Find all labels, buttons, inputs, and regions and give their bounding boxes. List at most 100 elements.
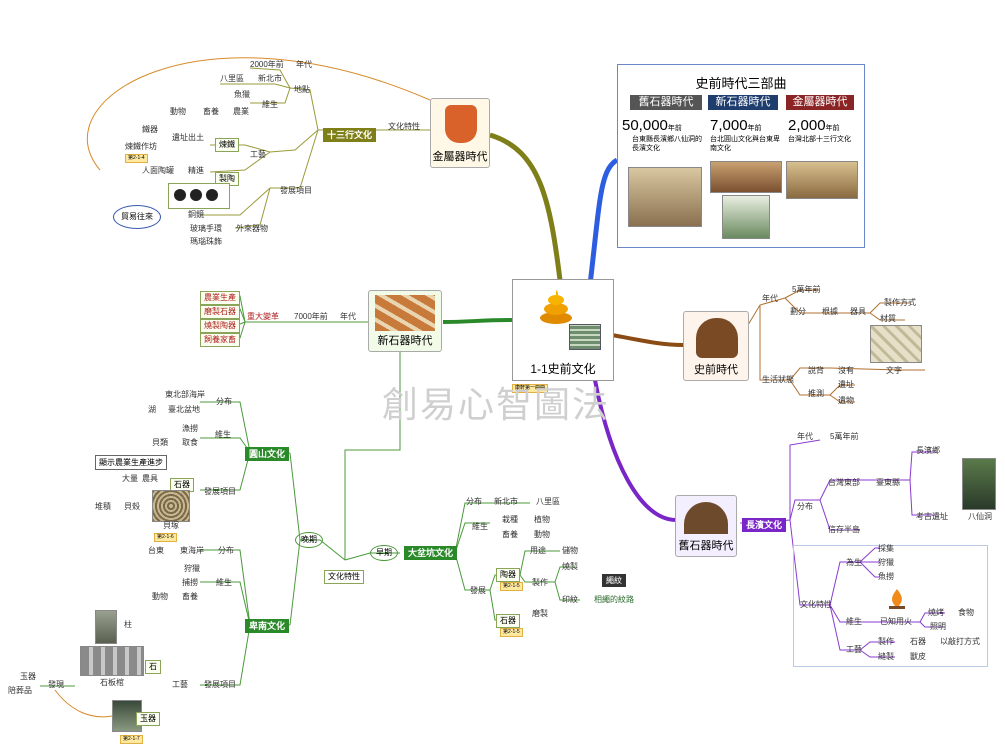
ys-fishing: 漁撈 xyxy=(182,424,198,433)
paleo-exist: 信存半島 xyxy=(828,525,860,534)
dbk-dev: 發展 xyxy=(470,586,486,595)
ys-note: 第2-1-6 xyxy=(154,533,177,542)
neolithic-title: 新石器時代 xyxy=(377,335,433,347)
paleo-tools: 工藝 xyxy=(846,645,862,654)
dbk-livestock: 畜養 xyxy=(502,530,518,539)
dabenkeng-culture-tag[interactable]: 大坌坑文化 xyxy=(404,546,458,560)
prehistoric-node[interactable]: 史前時代 xyxy=(683,311,749,381)
dbk-note-1: 第2-1-5 xyxy=(500,582,523,591)
bn-taitung: 台東 xyxy=(148,546,164,555)
bn-jade-label: 玉器 xyxy=(20,672,36,681)
stone-pillar-image xyxy=(95,610,117,644)
dbk-note-2: 第2-1-5 xyxy=(500,628,523,637)
ys-dev: 發展項目 xyxy=(204,487,236,496)
metal-craft: 工藝 xyxy=(250,150,266,159)
neo-era-val: 7000年前 xyxy=(294,312,328,321)
bn-live: 維生 xyxy=(216,578,232,587)
bn-note: 第2-1-7 xyxy=(120,735,143,744)
pre-era: 年代 xyxy=(762,294,778,303)
header-metal: 金屬器時代 xyxy=(786,95,854,110)
slab-coffin-image xyxy=(80,646,144,676)
dbk-plant: 植物 xyxy=(534,515,550,524)
bn-dev: 發展項目 xyxy=(204,680,236,689)
bn-found: 發現 xyxy=(48,680,64,689)
ys-show-callout: 顯示農業生產進步 xyxy=(95,455,167,470)
bn-craft: 工藝 xyxy=(172,680,188,689)
dbk-use: 用途 xyxy=(530,546,546,555)
paleo-roast: 燒烤 xyxy=(928,608,944,617)
metal-trade: 貿易往來 xyxy=(121,212,153,221)
yuanshan-culture-tag[interactable]: 圓山文化 xyxy=(245,447,290,461)
yuanshan-late: 晚期 xyxy=(301,535,317,544)
pre-objects: 遺物 xyxy=(838,396,854,405)
dbk-grind: 磨製 xyxy=(532,609,548,618)
paleo-knap: 以敲打方式 xyxy=(940,637,980,646)
money-stack-icon xyxy=(569,324,601,350)
pottery-shards-image xyxy=(375,295,435,331)
header-neo: 新石器時代 xyxy=(708,95,778,110)
neo-item-3: 燒製陶器 xyxy=(200,319,240,333)
metal-iron: 鐵器 xyxy=(142,125,158,134)
pre-div: 劃分 xyxy=(790,307,806,316)
metal-place-label: 地點 xyxy=(294,85,310,94)
dbk-pattern: 印紋 xyxy=(562,595,578,604)
shell-midden-image xyxy=(152,490,190,522)
paleo-for-life: 為生 xyxy=(846,558,862,567)
year-unit-neo: 年前 xyxy=(747,125,762,132)
bn-slab: 石板棺 xyxy=(100,678,124,687)
shisanhang-culture-tag[interactable]: 十三行文化 xyxy=(323,128,377,142)
dbk-live: 維生 xyxy=(472,522,488,531)
bn-livestock: 畜養 xyxy=(182,592,198,601)
dbk-dist: 分布 xyxy=(466,497,482,506)
metal-trait: 文化特性 xyxy=(388,122,420,131)
neo-item-2: 磨製石器 xyxy=(200,305,240,319)
neo-hut-image xyxy=(722,195,770,239)
metal-animal: 動物 xyxy=(170,107,186,116)
metal-foreign: 外來器物 xyxy=(236,224,268,233)
metal-glass: 玻璃手環 xyxy=(190,224,222,233)
paleo-site: 考古遺址 xyxy=(916,512,948,521)
paleo-live: 維生 xyxy=(846,617,862,626)
paleo-food: 食物 xyxy=(958,608,974,617)
metal-live: 維生 xyxy=(262,100,278,109)
beinan-culture-tag[interactable]: 卑南文化 xyxy=(245,619,290,633)
center-node[interactable]: 1-1史前文化 xyxy=(512,279,614,381)
dbk-grow: 栽種 xyxy=(502,515,518,524)
year-unit-metal: 年前 xyxy=(825,125,840,132)
metal-agate: 瑪瑙珠飾 xyxy=(190,237,222,246)
ys-dist: 分布 xyxy=(216,397,232,406)
paleo-hunt: 狩獵 xyxy=(878,558,894,567)
neolithic-node[interactable]: 新石器時代 xyxy=(368,290,442,352)
metal-smelt-work: 煉鐵作坊 xyxy=(125,142,157,151)
metal-livestock: 畜養 xyxy=(203,107,219,116)
metal-smelt: 煉鐵 xyxy=(215,138,239,152)
pre-mat: 材質 xyxy=(880,314,896,323)
year-neo: 7,000 xyxy=(710,117,748,134)
paleo-light: 照明 xyxy=(930,622,946,631)
bn-hunt: 狩獵 xyxy=(184,564,200,573)
metal-farm: 農業 xyxy=(233,107,249,116)
metal-scene-image xyxy=(786,161,858,199)
neo-item-1: 農業生產 xyxy=(200,291,240,305)
prehistoric-title: 史前時代 xyxy=(694,364,738,376)
ys-midden: 貝塚 xyxy=(163,521,179,530)
pre-tool: 器具 xyxy=(850,307,866,316)
changbin-culture-tag[interactable]: 長濱文化 xyxy=(742,518,787,532)
ys-ne: 東北部海岸 xyxy=(165,390,205,399)
bn-coast: 東海岸 xyxy=(180,546,204,555)
desc-paleo: 台東縣長濱鄉八仙洞的長濱文化 xyxy=(632,136,702,152)
poop-icon xyxy=(539,288,573,324)
metal-dev: 發展項目 xyxy=(280,186,312,195)
header-paleo: 舊石器時代 xyxy=(630,95,702,110)
metal-age-node[interactable]: 金屬器時代 xyxy=(430,98,490,168)
paleo-dist: 分布 xyxy=(797,502,813,511)
metal-fishing: 魚獵 xyxy=(234,90,250,99)
bn-stone: 石 xyxy=(145,660,161,674)
bn-jade: 玉器 xyxy=(136,712,160,726)
pre-relics: 遺址 xyxy=(838,380,854,389)
center-title: 1-1史前文化 xyxy=(530,362,596,376)
dbk-animal: 動物 xyxy=(534,530,550,539)
paleolithic-node[interactable]: 舊石器時代 xyxy=(675,495,737,557)
paleo-taitung: 臺東縣 xyxy=(876,478,900,487)
